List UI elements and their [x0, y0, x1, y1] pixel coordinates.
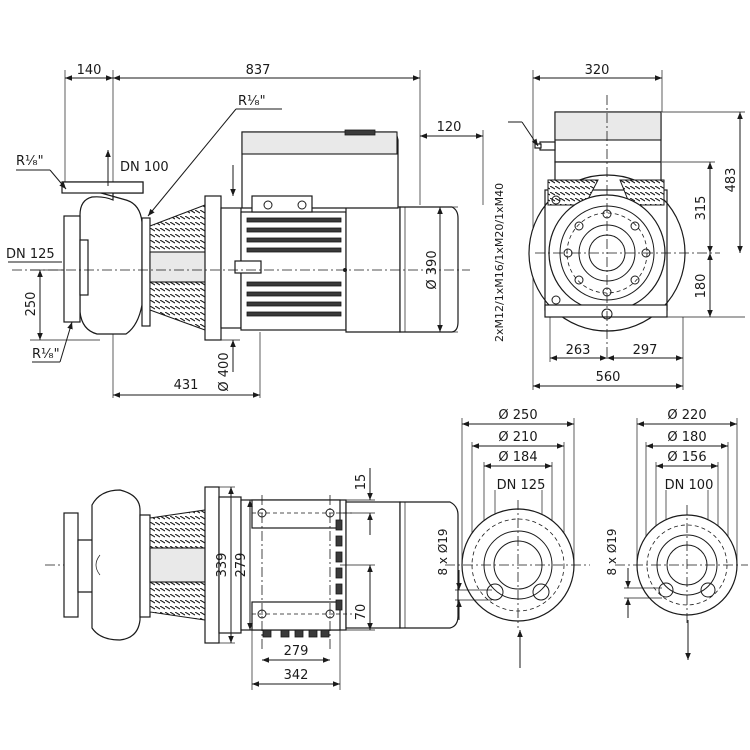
dim-180: 180: [694, 274, 709, 299]
dim-342: 342: [284, 668, 309, 683]
flange125-d184: Ø 184: [498, 450, 537, 465]
volute-top: [91, 489, 141, 641]
front-view: 320: [493, 63, 745, 390]
label-r18-bottom: R¹⁄₈": [32, 347, 60, 362]
label-cable-glands: 2xM12/1xM16/1xM20/1xM40: [493, 183, 506, 342]
dim-400: Ø 400: [217, 352, 232, 391]
dim-297: 297: [633, 343, 658, 358]
flange100-d220: Ø 220: [667, 408, 706, 423]
top-view: 339 279 15 70 279 342: [45, 468, 459, 690]
fan-cover: [399, 206, 459, 333]
inlet-flange: [63, 215, 81, 323]
dim-390: Ø 390: [425, 250, 440, 289]
dim-279-horizontal: 279: [284, 644, 309, 659]
flange-dn125: Ø 250 Ø 210 Ø 184 DN 125 8 x Ø19: [436, 408, 590, 668]
motor-flange: [204, 195, 222, 341]
dim-279-vertical: 279: [234, 553, 249, 578]
flange100-d180: Ø 180: [667, 430, 706, 445]
dim-263: 263: [566, 343, 591, 358]
dim-140: 140: [77, 63, 102, 78]
cable-gland-row: [262, 629, 330, 638]
flange100-holes: 8 x Ø19: [605, 528, 619, 575]
flange125-dn: DN 125: [497, 478, 546, 493]
flange125-d250: Ø 250: [498, 408, 537, 423]
lantern-fins-top: [149, 204, 206, 253]
dim-15: 15: [354, 474, 369, 491]
dim-837: 837: [246, 63, 271, 78]
flange-dn100: Ø 220 Ø 180 Ø 156 DN 100 8 x Ø19: [605, 408, 748, 660]
label-dn125-side: DN 125: [6, 247, 55, 262]
dim-483: 483: [724, 168, 739, 193]
label-r18-top: R¹⁄₈": [238, 94, 266, 109]
dim-250: 250: [24, 292, 39, 317]
dim-560: 560: [596, 370, 621, 385]
flange125-d210: Ø 210: [498, 430, 537, 445]
flange125-holes: 8 x Ø19: [436, 528, 450, 575]
dim-431: 431: [174, 378, 199, 393]
dim-320: 320: [585, 63, 610, 78]
side-view: 140 837 120: [6, 63, 484, 398]
discharge-flange: [61, 181, 144, 194]
dim-120: 120: [437, 120, 462, 135]
flange100-dn: DN 100: [665, 478, 714, 493]
fan-cover-front: [345, 206, 401, 333]
motor-ribs: [246, 217, 342, 317]
dim-315: 315: [694, 196, 709, 221]
flange100-d156: Ø 156: [667, 450, 706, 465]
motor-side-slots: [335, 519, 343, 611]
label-dn100-side: DN 100: [120, 160, 169, 175]
lantern-fins-bottom: [149, 281, 206, 331]
dim-70: 70: [354, 604, 369, 621]
dim-339: 339: [215, 553, 230, 578]
label-r18-topleft: R¹⁄₈": [16, 154, 44, 169]
